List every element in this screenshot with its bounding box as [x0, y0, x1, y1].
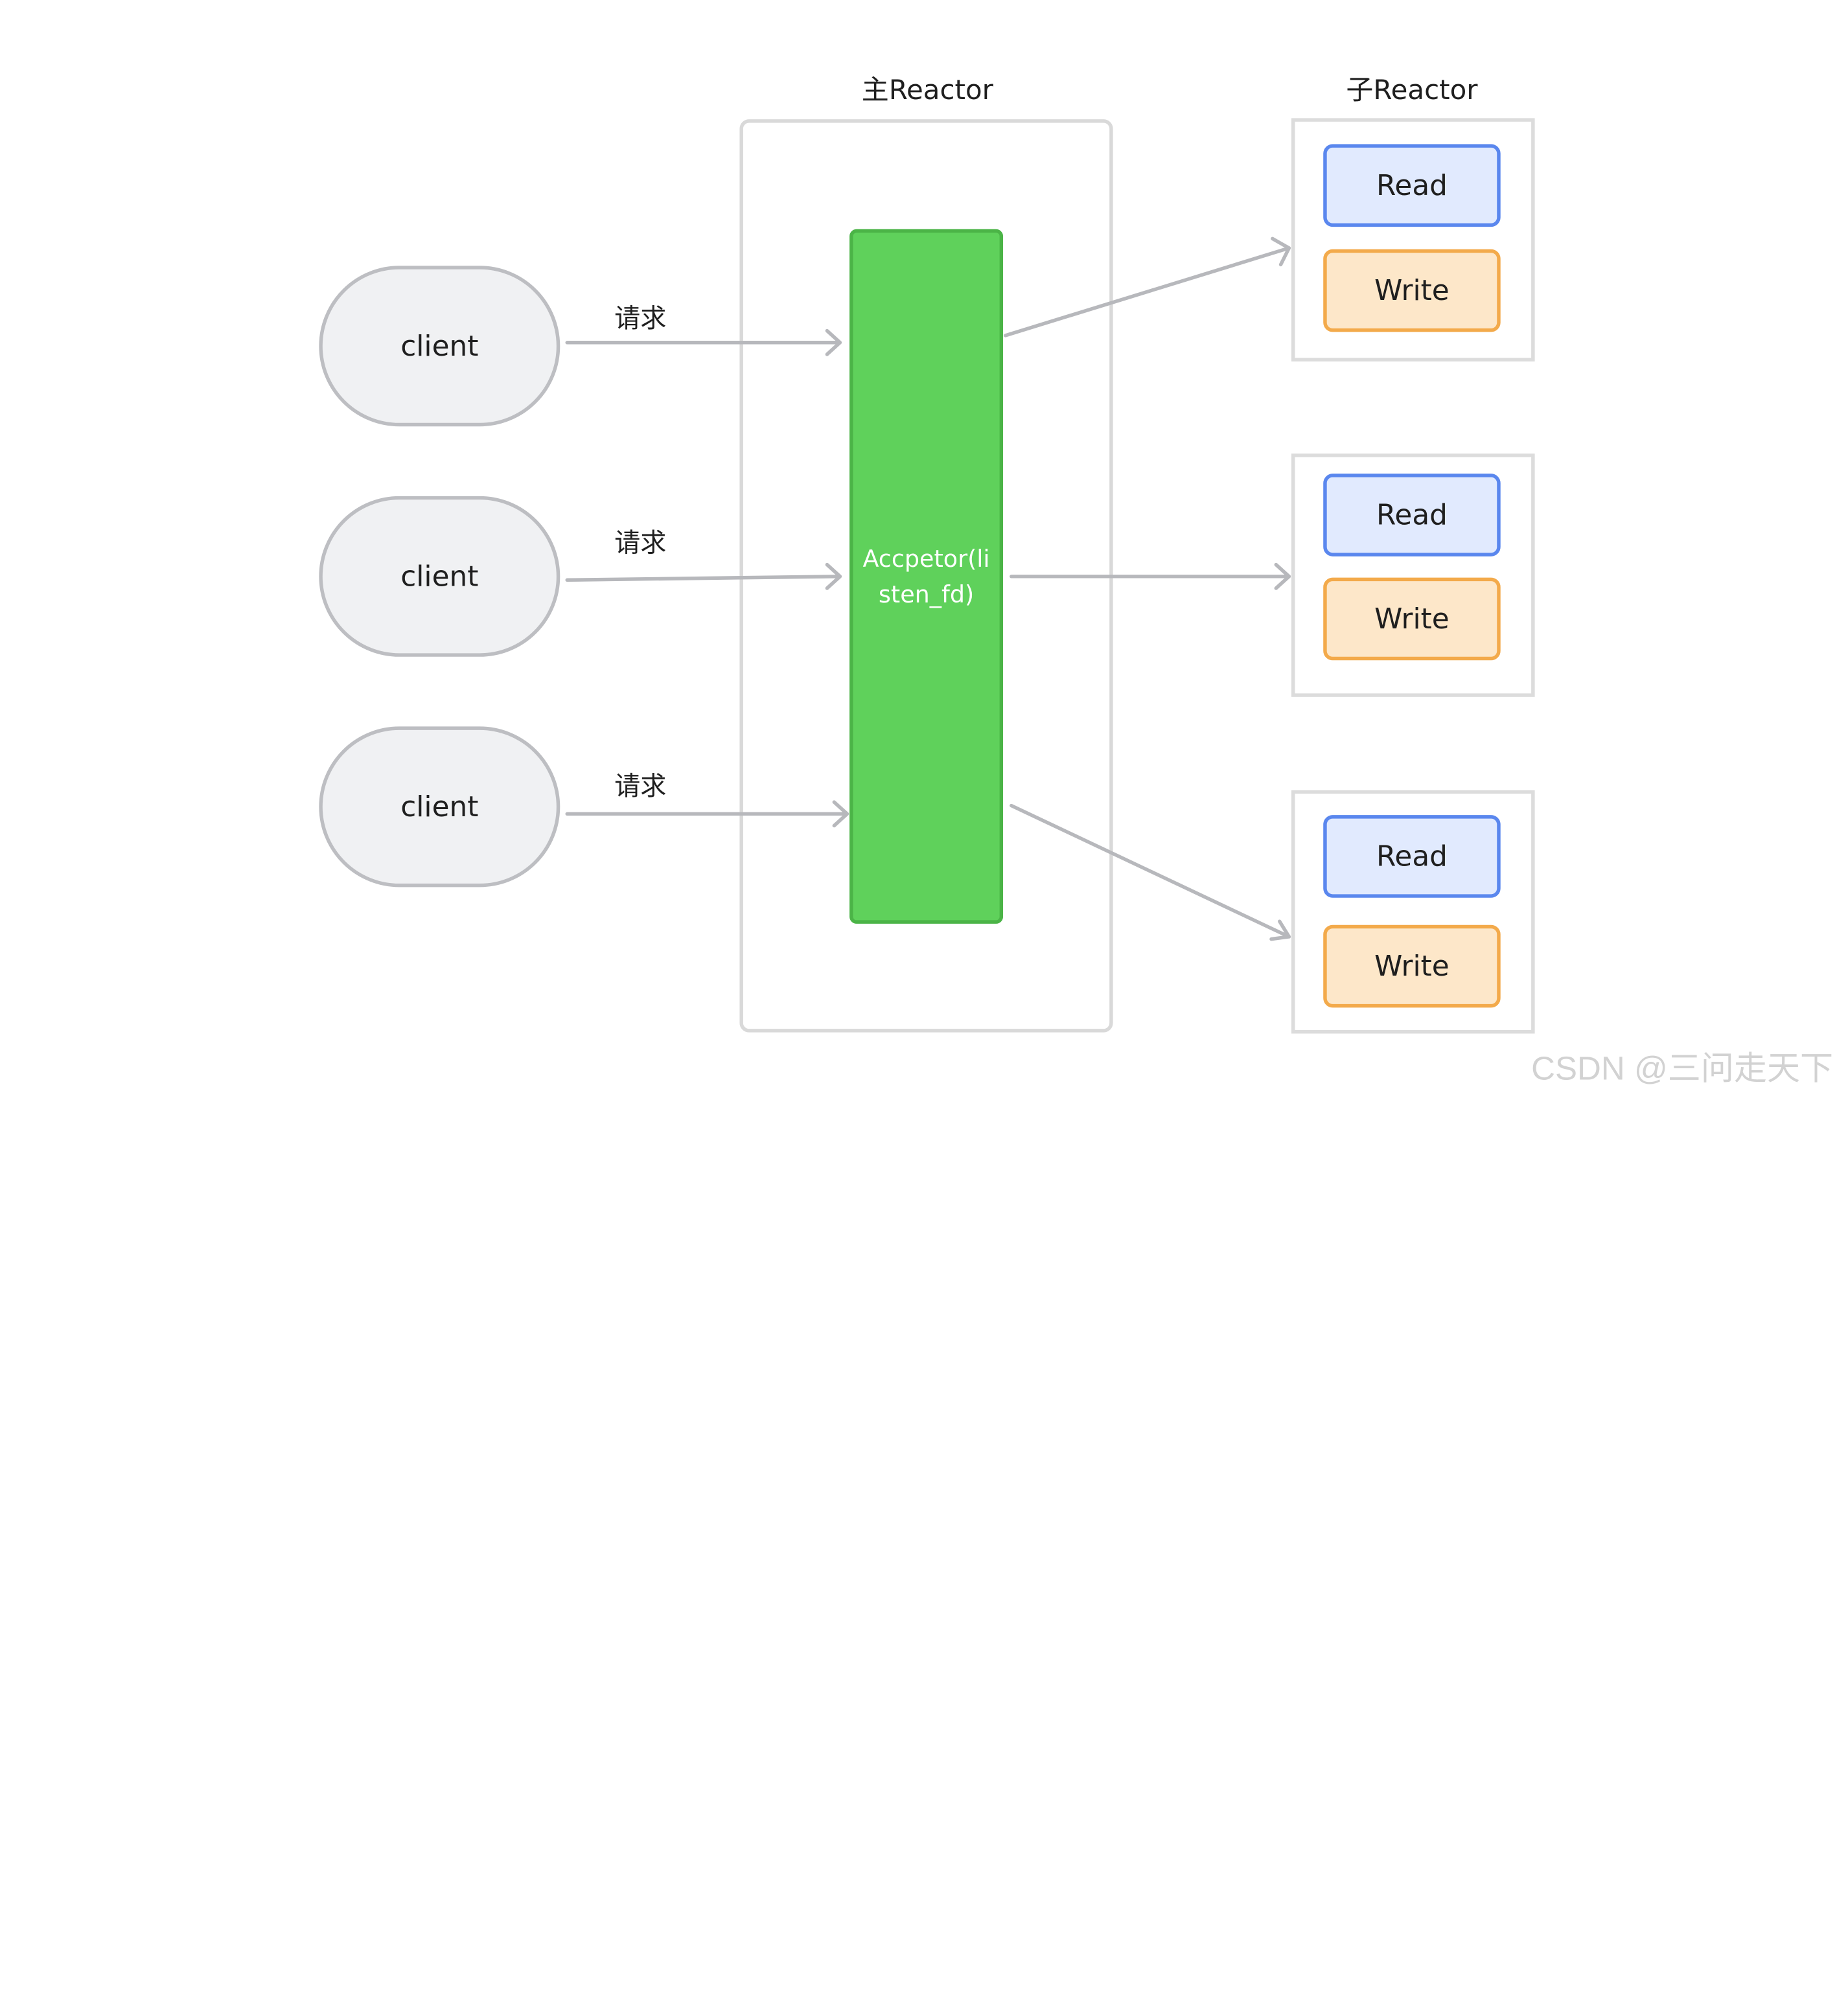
watermark-text: CSDN @三问走天下 — [1531, 1050, 1834, 1087]
arrow-layer — [565, 236, 1291, 941]
write-box-1: Write — [1323, 249, 1501, 332]
main-reactor-title: 主Reactor — [861, 75, 993, 107]
dispatch-arrow-2 — [1010, 562, 1291, 590]
request-arrow-3 — [565, 800, 849, 828]
sub-reactor-title: 子Reactor — [1346, 75, 1478, 107]
request-arrow-2 — [565, 562, 842, 590]
dispatch-arrow-1 — [1003, 236, 1291, 338]
acceptor-box: Accpetor(listen_fd) — [849, 229, 1004, 924]
client-node-1: client — [319, 266, 560, 427]
read-box-2: Read — [1323, 474, 1501, 556]
request-label-1: 请求 — [614, 304, 667, 335]
client-node-3: client — [319, 726, 560, 888]
diagram-canvas: 主Reactor Accpetor(listen_fd) 子Reactor Re… — [319, 75, 1834, 1087]
request-arrow-1 — [565, 328, 842, 356]
client-node-2: client — [319, 496, 560, 657]
write-box-3: Write — [1323, 924, 1501, 1008]
acceptor-label: Accpetor(listen_fd) — [862, 544, 990, 609]
dispatch-arrow-3 — [1010, 803, 1291, 941]
request-label-2: 请求 — [614, 529, 667, 559]
request-label-3: 请求 — [614, 772, 667, 803]
read-box-1: Read — [1323, 144, 1501, 227]
read-box-3: Read — [1323, 815, 1501, 898]
write-box-2: Write — [1323, 577, 1501, 661]
